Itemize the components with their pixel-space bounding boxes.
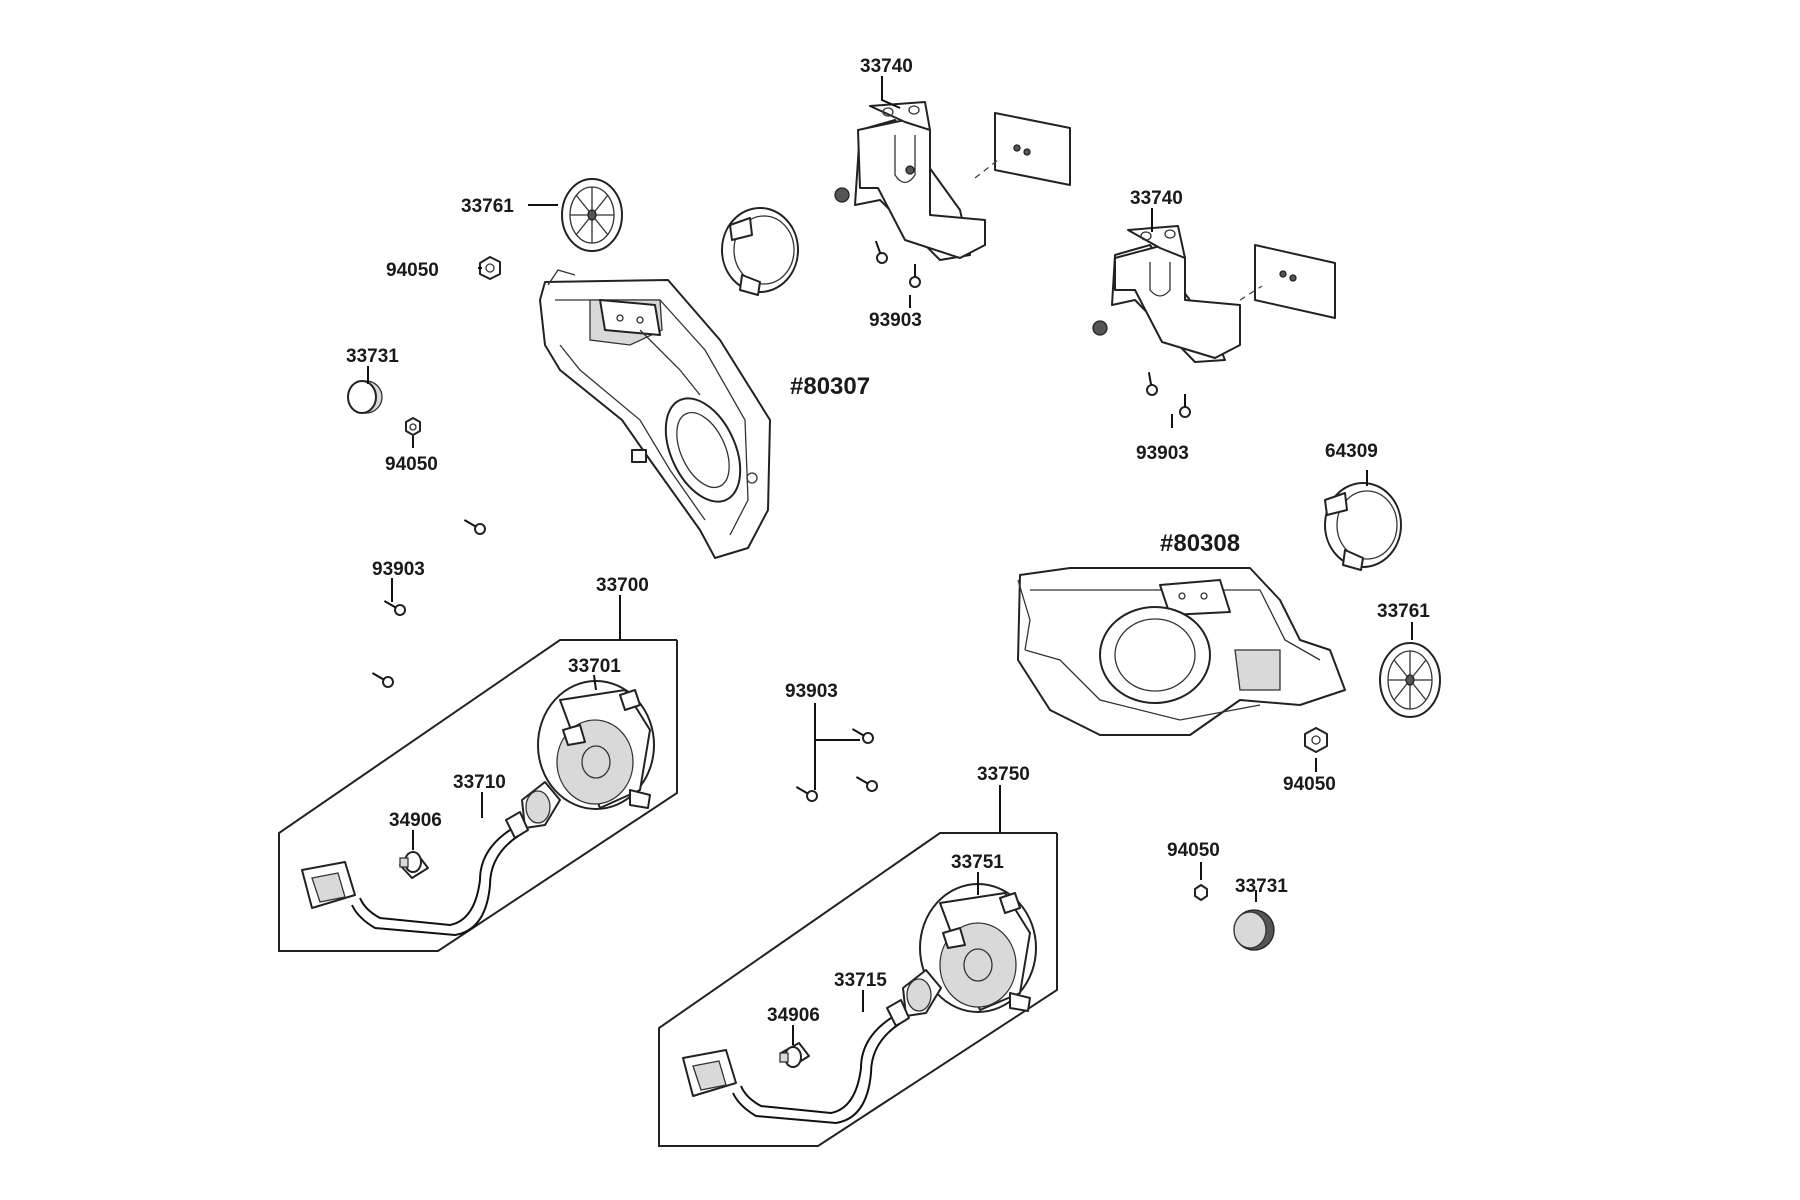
label-lamp-unit-33701: 33701 (568, 656, 621, 677)
nut-94050-2 (405, 417, 421, 436)
cap-33761-left (561, 178, 623, 252)
label-ring-64309: 64309 (1325, 441, 1378, 462)
label-bulb-34906-right: 34906 (767, 1005, 820, 1026)
label-reflector-33731-right: 33731 (1235, 876, 1288, 897)
bracket-33740-b (1092, 225, 1336, 363)
ring-64309 (1324, 482, 1402, 571)
nut-94050-1 (479, 256, 501, 280)
label-cap-33761-right: 33761 (1377, 601, 1430, 622)
reflector-33731-right (1233, 909, 1275, 951)
label-assembly-80308: #80308 (1160, 530, 1240, 557)
label-reflector-33731-left: 33731 (346, 346, 399, 367)
ring-left (721, 207, 799, 296)
label-nut-94050-3: 94050 (1283, 774, 1336, 795)
bulb-right (779, 1046, 802, 1068)
label-screw-93903-left: 93903 (372, 559, 425, 580)
screws (371, 240, 1191, 802)
label-assembly-80307: #80307 (790, 373, 870, 400)
label-bulb-34906-left: 34906 (389, 810, 442, 831)
label-screw-93903-top-2: 93903 (1136, 443, 1189, 464)
label-nut-94050-4: 94050 (1167, 840, 1220, 861)
label-harness-33710: 33710 (453, 772, 506, 793)
label-nut-94050-1: 94050 (386, 260, 439, 281)
lamp-assy-33700 (278, 639, 678, 952)
leader-lines (367, 76, 1413, 1045)
label-screw-93903-top-1: 93903 (869, 310, 922, 331)
reflector-33731-left (347, 380, 383, 414)
label-bracket-33740-a: 33740 (860, 56, 913, 77)
bulb-left (399, 851, 422, 873)
bracket-33740-a (834, 101, 1071, 261)
housing-80307 (539, 269, 771, 559)
label-nut-94050-2: 94050 (385, 454, 438, 475)
nut-94050-4 (1194, 884, 1208, 901)
label-bracket-33740-b: 33740 (1130, 188, 1183, 209)
label-lamp-assy-33700: 33700 (596, 575, 649, 596)
label-lamp-assy-33750: 33750 (977, 764, 1030, 785)
label-harness-33715: 33715 (834, 970, 887, 991)
label-screw-93903-center: 93903 (785, 681, 838, 702)
housing-80308 (1017, 567, 1346, 736)
labels: 33740 33740 33761 94050 33731 94050 9390… (346, 56, 1430, 1026)
label-cap-33761-left: 33761 (461, 196, 514, 217)
nut-94050-3 (1304, 727, 1328, 753)
cap-33761-right (1379, 642, 1441, 718)
label-lamp-unit-33751: 33751 (951, 852, 1004, 873)
